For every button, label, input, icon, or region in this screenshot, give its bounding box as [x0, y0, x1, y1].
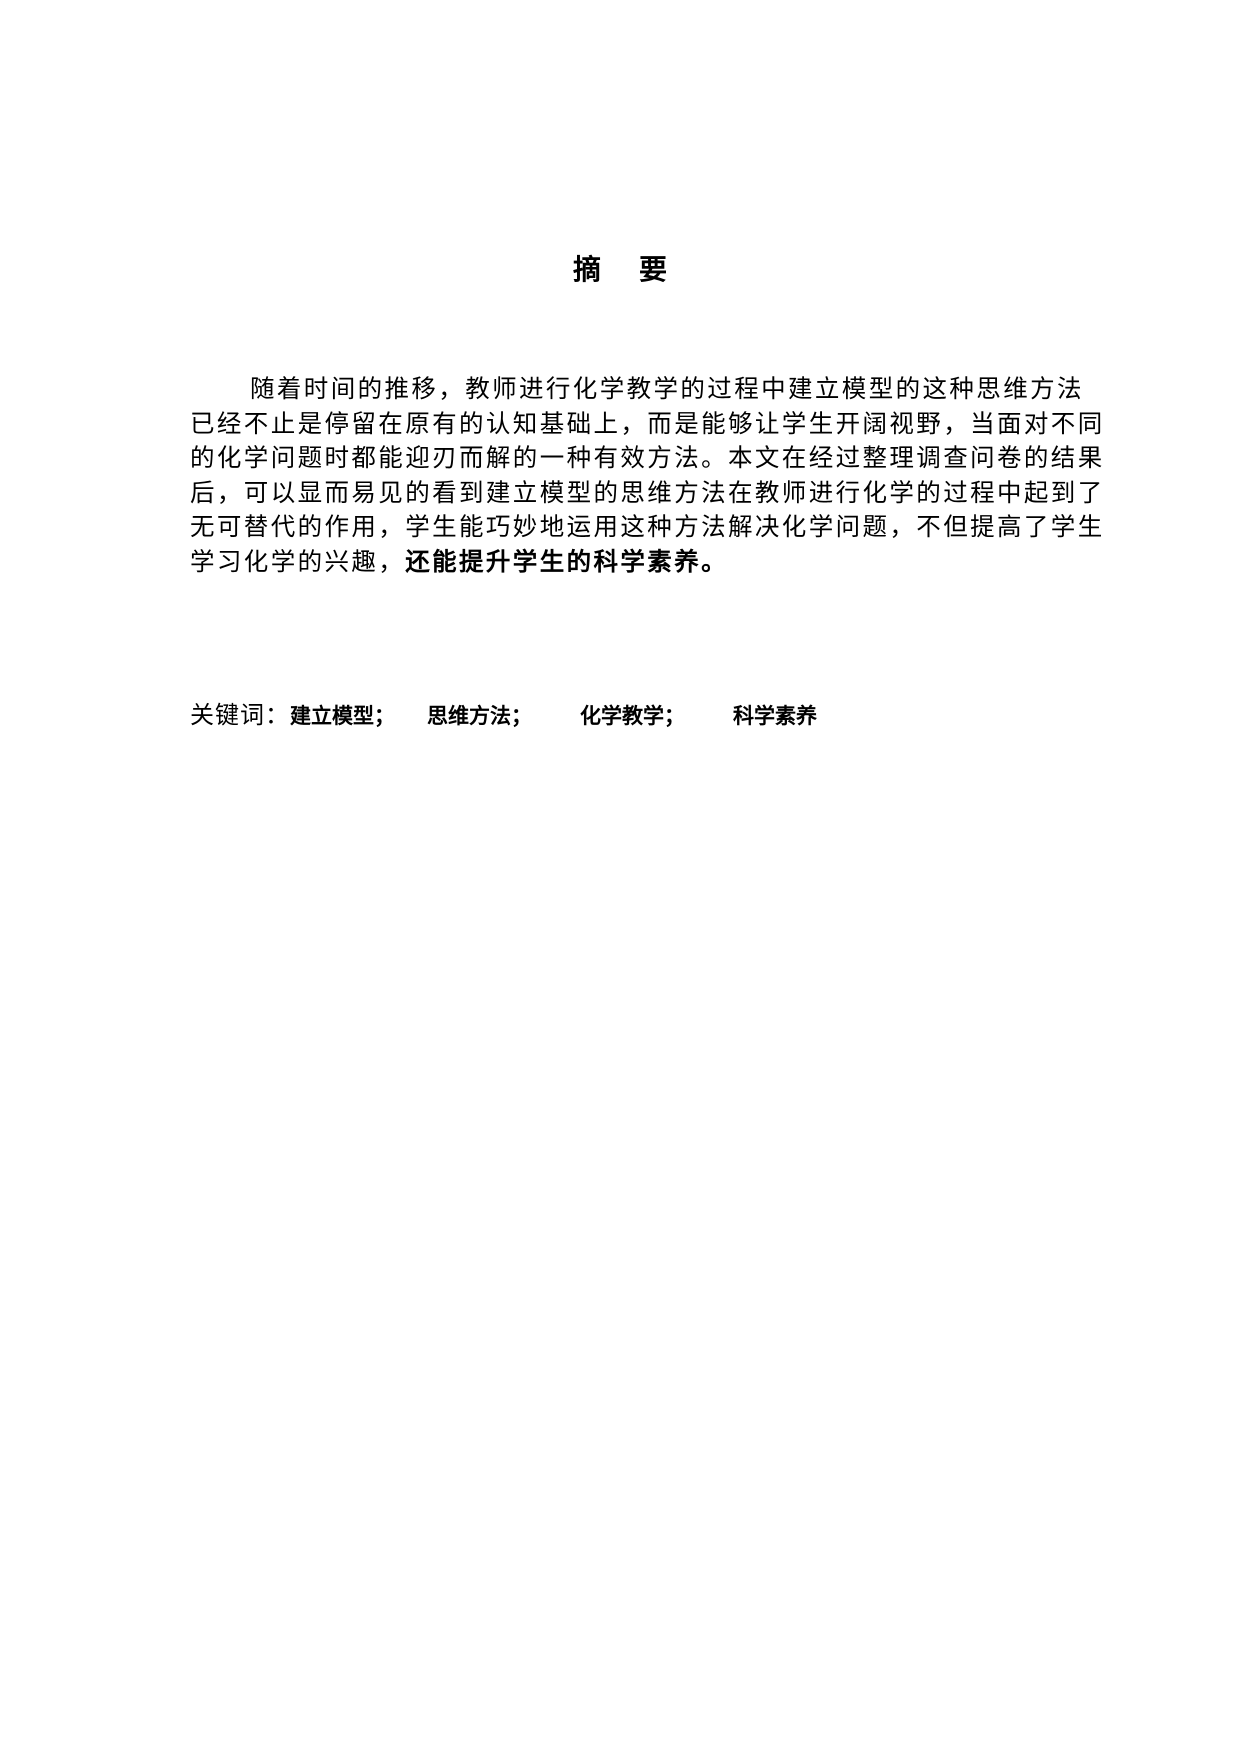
- keyword-item: 思维方法；: [427, 703, 532, 728]
- keyword-item: 科学素养: [733, 703, 817, 728]
- abstract-line: 后，可以显而易见的看到建立模型的思维方法在教师进行化学的过程中起到了: [190, 477, 1105, 507]
- abstract-last-regular: 学习化学的兴趣，: [190, 546, 406, 576]
- abstract-line: 已经不止是停留在原有的认知基础上，而是能够让学生开阔视野，当面对不同: [190, 408, 1105, 438]
- abstract-line-last: 学习化学的兴趣，还能提升学生的科学素养。: [190, 545, 1053, 580]
- abstract-title: 摘要: [572, 253, 705, 286]
- abstract-line: 无可替代的作用，学生能巧妙地运用这种方法解决化学问题，不但提高了学生: [190, 512, 1105, 542]
- abstract-line: 随着时间的推移，教师进行化学教学的过程中建立模型的这种思维方法: [250, 374, 1084, 403]
- abstract-line: 的化学问题时都能迎刃而解的一种有效方法。本文在经过整理调查问卷的结果: [190, 443, 1105, 473]
- keywords-label: 关键词：: [190, 701, 290, 729]
- keywords-row: 关键词：建立模型； 思维方法； 化学教学； 科学素养: [190, 697, 1090, 736]
- abstract-last-bold: 还能提升学生的科学素养。: [405, 546, 729, 576]
- abstract-body: 随着时间的推移，教师进行化学教学的过程中建立模型的这种思维方法 已经不止是停留在…: [190, 372, 1105, 580]
- keyword-item: 化学教学；: [580, 703, 685, 728]
- keyword-item: 建立模型；: [290, 703, 395, 728]
